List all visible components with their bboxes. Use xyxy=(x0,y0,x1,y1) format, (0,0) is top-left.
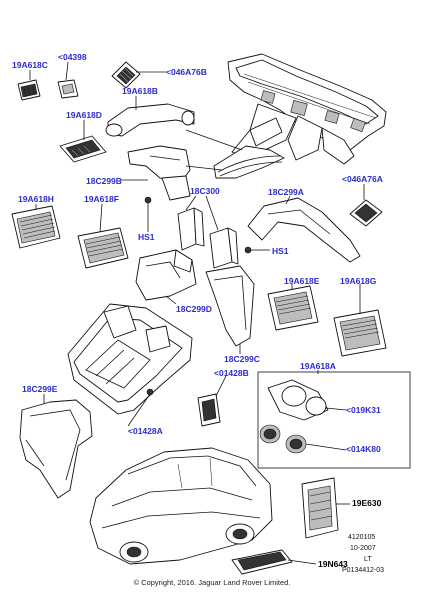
duct-19A618B xyxy=(105,103,195,137)
meta-code: 4120105 xyxy=(348,534,376,541)
label-014K80[interactable]: <014K80 xyxy=(346,444,381,454)
meta-region: LT xyxy=(364,556,372,563)
vent-19N643 xyxy=(231,549,293,575)
label-19A618H[interactable]: 19A618H xyxy=(18,194,54,204)
label-046A76B[interactable]: <046A76B xyxy=(166,67,207,77)
label-19A618B[interactable]: 19A618B xyxy=(122,86,158,96)
label-hs1-left[interactable]: HS1 xyxy=(138,232,155,242)
label-19A618A[interactable]: 19A618A xyxy=(300,361,336,371)
duct-18C299D xyxy=(135,249,197,301)
vent-19E630 xyxy=(301,477,339,539)
vehicle-outline xyxy=(89,447,273,565)
label-18C299C[interactable]: 18C299C xyxy=(224,354,260,364)
grille-046A76A xyxy=(349,199,383,227)
label-19A618E[interactable]: 19A618E xyxy=(284,276,320,286)
vent-19A618D xyxy=(59,135,107,163)
vent-19A618C xyxy=(17,79,41,101)
duct-18C300 xyxy=(177,207,239,269)
duct-18C299E xyxy=(19,399,93,499)
control-01428B xyxy=(197,393,221,427)
leader-lines xyxy=(29,61,365,565)
vent-19A618G xyxy=(333,309,387,357)
label-04398[interactable]: <04398 xyxy=(58,52,87,62)
clip-04398 xyxy=(57,79,79,99)
label-18C299E[interactable]: 18C299E xyxy=(22,384,58,394)
vent-19A618E xyxy=(267,285,319,331)
label-19E630[interactable]: 19E630 xyxy=(352,498,382,508)
label-18C300[interactable]: 18C300 xyxy=(190,186,220,196)
vent-19A618H xyxy=(11,205,61,249)
duct-18C299C xyxy=(205,265,255,347)
label-18C299A[interactable]: 18C299A xyxy=(268,187,304,197)
label-18C299B[interactable]: 18C299B xyxy=(86,176,122,186)
label-19A618F[interactable]: 19A618F xyxy=(84,194,119,204)
label-019K31[interactable]: <019K31 xyxy=(346,405,381,415)
copyright-notice: © Copyright, 2016. Jaguar Land Rover Lim… xyxy=(133,578,291,587)
label-18C299D[interactable]: 18C299D xyxy=(176,304,212,314)
grille-046A76B xyxy=(111,61,141,89)
dashboard-duct-assembly xyxy=(213,53,387,179)
vent-19A618F xyxy=(77,227,129,269)
label-046A76A[interactable]: <046A76A xyxy=(342,174,383,184)
meta-date: 10-2007 xyxy=(350,545,376,552)
label-01428A[interactable]: <01428A xyxy=(128,426,163,436)
label-01428B[interactable]: <01428B xyxy=(214,368,249,378)
label-19A618G[interactable]: 19A618G xyxy=(340,276,377,286)
label-19N643[interactable]: 19N643 xyxy=(318,559,348,569)
screw-hs1-left xyxy=(144,196,152,214)
duct-18C299A xyxy=(247,197,361,263)
label-hs1-right[interactable]: HS1 xyxy=(272,246,289,256)
duct-18C299B xyxy=(127,145,191,201)
label-19A618C[interactable]: 19A618C xyxy=(12,60,48,70)
meta-ref: P0134412-03 xyxy=(342,567,385,574)
inset-box-19A618A xyxy=(257,371,411,469)
hvac-distribution-unit xyxy=(67,303,193,415)
screw-hs1-right xyxy=(244,246,262,254)
label-19A618D[interactable]: 19A618D xyxy=(66,110,102,120)
